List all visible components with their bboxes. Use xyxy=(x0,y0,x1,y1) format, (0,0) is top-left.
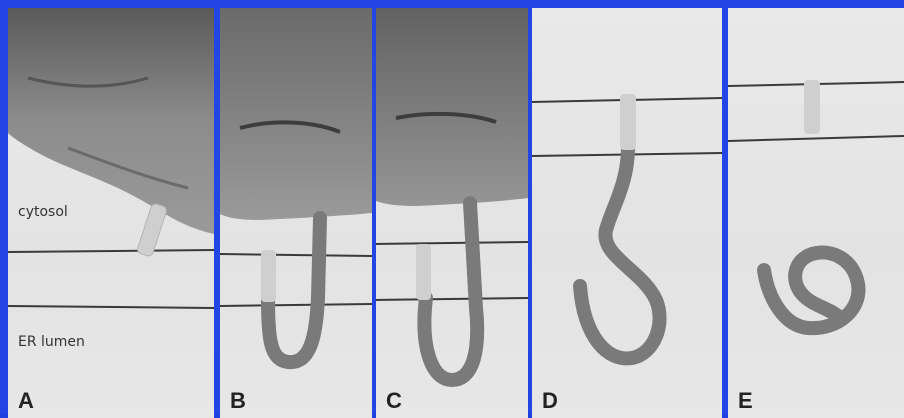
hand xyxy=(220,8,372,220)
tube-coil xyxy=(764,252,858,328)
panel-c-illustration xyxy=(376,8,528,418)
panel-c: C xyxy=(376,8,528,418)
tube-hook xyxy=(580,148,660,358)
panel-d: D xyxy=(532,8,722,418)
membrane-line-top xyxy=(376,242,528,244)
tube-light-end xyxy=(620,94,636,150)
panel-letter: C xyxy=(386,388,402,414)
panel-a: cytosol ER lumen A xyxy=(8,8,214,418)
hand xyxy=(8,8,214,234)
tube-bend xyxy=(424,203,477,380)
hand xyxy=(376,8,528,206)
panels-container: cytosol ER lumen A B xyxy=(8,8,904,418)
panel-d-illustration xyxy=(532,8,722,418)
er-lumen-label: ER lumen xyxy=(18,334,85,350)
panel-e-illustration xyxy=(728,8,904,418)
panel-b: B xyxy=(220,8,372,418)
panel-letter: D xyxy=(542,388,558,414)
tube-light-end xyxy=(416,244,431,300)
panel-letter: B xyxy=(230,388,246,414)
tube-segment xyxy=(804,80,820,134)
membrane-line-top xyxy=(220,254,372,256)
panel-e: E xyxy=(728,8,904,418)
membrane-line-bottom xyxy=(376,298,528,300)
tube-segment xyxy=(136,203,167,257)
tube-light-end xyxy=(261,250,276,302)
panel-b-illustration xyxy=(220,8,372,418)
cytosol-label: cytosol xyxy=(18,204,68,220)
membrane-line-bottom xyxy=(8,306,214,308)
membrane-line-bottom xyxy=(220,304,372,306)
panel-letter: A xyxy=(18,388,34,414)
panel-letter: E xyxy=(738,388,753,414)
membrane-line-bottom xyxy=(728,136,904,141)
membrane-line-top xyxy=(8,250,214,252)
